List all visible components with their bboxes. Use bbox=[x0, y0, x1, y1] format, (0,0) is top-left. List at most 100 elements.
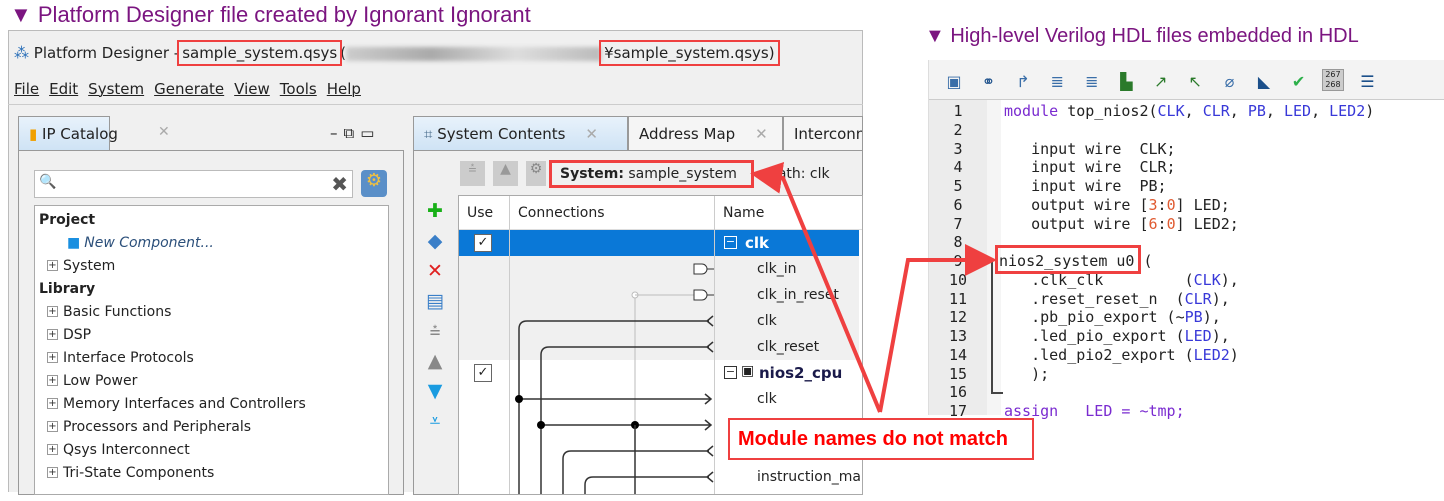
right-heading: ▼ High-level Verilog HDL files embedded … bbox=[925, 25, 1359, 48]
tab-ip-catalog[interactable]: ▮ IP Catalog bbox=[18, 116, 118, 150]
tree-item-library[interactable]: +Interface Protocols bbox=[39, 346, 384, 369]
code-line[interactable]: .pb_pio_export (~PB), bbox=[1004, 308, 1221, 326]
tree-item-library[interactable]: +Memory Interfaces and Controllers bbox=[39, 392, 384, 415]
restore-icon[interactable]: ⧉ bbox=[343, 124, 361, 142]
ip-catalog-tree: Project ■New Component... +System Librar… bbox=[34, 205, 389, 495]
settings-gear-icon[interactable]: ⚙ bbox=[361, 170, 387, 197]
prev-bookmark-icon[interactable]: ↖ bbox=[1188, 72, 1202, 91]
code-token: ), bbox=[1220, 270, 1239, 289]
code-line[interactable]: input wire CLR; bbox=[1004, 158, 1176, 176]
close-tab-icon[interactable]: ✕ bbox=[158, 124, 170, 140]
expand-icon[interactable]: + bbox=[47, 329, 58, 340]
add-component-icon[interactable]: ◆ bbox=[427, 230, 443, 252]
ip-search-input[interactable]: 🔍 ✖ bbox=[34, 170, 353, 198]
expand-icon[interactable]: + bbox=[47, 352, 58, 363]
move-down-icon[interactable]: ▼ bbox=[427, 380, 443, 402]
attach-icon[interactable]: ⌀ bbox=[1224, 72, 1235, 91]
table-row[interactable]: clk_in bbox=[459, 256, 859, 282]
remove-icon[interactable]: ✕ bbox=[427, 260, 443, 282]
code-line[interactable]: .reset_reset_n (CLR), bbox=[1004, 290, 1230, 308]
code-token: top_nios2( bbox=[1067, 102, 1158, 120]
table-row[interactable]: instruction_ma bbox=[459, 464, 861, 490]
tree-item-library[interactable]: +Tri-State Components bbox=[39, 461, 384, 484]
line-number-toggle[interactable]: 267 268 bbox=[1321, 69, 1344, 91]
code-line[interactable]: assign LED = ~tmp; bbox=[1004, 402, 1185, 420]
code-line[interactable]: .clk_clk (CLK), bbox=[1004, 271, 1239, 289]
code-token: , bbox=[1184, 102, 1203, 120]
line-number: 4 bbox=[953, 158, 963, 177]
expand-icon[interactable]: + bbox=[47, 398, 58, 409]
tab-label: Interconn bbox=[794, 125, 863, 143]
comment-icon[interactable]: ◣ bbox=[1257, 72, 1271, 91]
clear-search-icon[interactable]: ✖ bbox=[331, 172, 348, 196]
move-top-icon[interactable]: ⩮ bbox=[429, 320, 441, 342]
move-bottom-icon[interactable]: ⩡ bbox=[429, 410, 441, 432]
code-line[interactable]: nios2_system u0 ( bbox=[999, 252, 1153, 270]
column-connections[interactable]: Connections bbox=[518, 205, 605, 221]
code-token: .led_pio2_export ( bbox=[1004, 345, 1194, 364]
expand-icon[interactable]: + bbox=[47, 375, 58, 386]
menu-edit[interactable]: Edit bbox=[49, 80, 79, 98]
code-line[interactable]: .led_pio_export (LED), bbox=[1004, 327, 1230, 345]
tree-item-system[interactable]: +System bbox=[39, 254, 384, 277]
indent-icon[interactable]: ≣ bbox=[1050, 72, 1065, 91]
code-line[interactable]: ); bbox=[1004, 365, 1049, 383]
column-use[interactable]: Use bbox=[467, 205, 494, 221]
use-checkbox[interactable]: ✓ bbox=[474, 364, 492, 382]
close-tab-icon[interactable]: ✕ bbox=[585, 125, 598, 143]
add-icon[interactable]: ✚ bbox=[427, 200, 443, 222]
code-line[interactable]: output wire [6:0] LED2; bbox=[1004, 215, 1239, 233]
tab-address-map[interactable]: Address Map✕ bbox=[628, 116, 783, 150]
bookmark-icon[interactable]: ▙ bbox=[1120, 72, 1133, 91]
menu-help[interactable]: Help bbox=[326, 80, 361, 98]
move-top-button[interactable]: ⩮ bbox=[460, 161, 485, 186]
minimize-icon[interactable]: – bbox=[330, 124, 344, 142]
menu-view[interactable]: View bbox=[234, 80, 270, 98]
close-tab-icon[interactable]: ✕ bbox=[755, 125, 768, 143]
expand-icon[interactable]: + bbox=[47, 444, 58, 455]
code-token: CLK bbox=[1193, 270, 1221, 289]
menu-system[interactable]: System bbox=[88, 80, 145, 98]
menu-file[interactable]: File bbox=[14, 80, 40, 98]
maximize-icon[interactable]: ▭ bbox=[360, 124, 381, 142]
code-line[interactable]: .led_pio2_export (LED2) bbox=[1004, 346, 1239, 364]
expand-icon[interactable]: + bbox=[47, 260, 58, 271]
tree-item-library[interactable]: +Basic Functions bbox=[39, 300, 384, 323]
find-icon[interactable]: ⚭ bbox=[981, 72, 996, 91]
table-row[interactable]: ✓−clk bbox=[459, 230, 859, 256]
tree-item-library[interactable]: +DSP bbox=[39, 323, 384, 346]
table-row[interactable]: clk bbox=[459, 386, 859, 412]
code-token: .reset_reset_n ( bbox=[1004, 289, 1185, 308]
code-line[interactable]: output wire [3:0] LED; bbox=[1004, 196, 1230, 214]
move-up-button[interactable]: ▲ bbox=[493, 161, 518, 186]
tree-item-library[interactable]: +Low Power bbox=[39, 369, 384, 392]
collapse-icon[interactable]: − bbox=[724, 365, 737, 379]
table-row[interactable]: ✓−▣nios2_cpu bbox=[459, 360, 859, 386]
edit-icon[interactable]: ▤ bbox=[426, 290, 444, 312]
expand-icon[interactable]: + bbox=[47, 421, 58, 432]
tree-item-library[interactable]: +Processors and Peripherals bbox=[39, 415, 384, 438]
code-line[interactable]: input wire PB; bbox=[1004, 177, 1166, 195]
move-up-icon[interactable]: ▲ bbox=[427, 350, 443, 372]
goto-icon[interactable]: ↱ bbox=[1016, 72, 1030, 91]
tree-item-new-component[interactable]: ■New Component... bbox=[39, 231, 384, 254]
wrap-icon[interactable]: ☰ bbox=[1360, 72, 1375, 91]
expand-icon[interactable]: + bbox=[47, 467, 58, 478]
check-icon[interactable]: ✔ bbox=[1291, 72, 1306, 91]
menu-generate[interactable]: Generate bbox=[154, 80, 225, 98]
tab-interconnect[interactable]: Interconn bbox=[783, 116, 863, 150]
use-checkbox[interactable]: ✓ bbox=[474, 234, 492, 252]
code-line[interactable]: input wire CLK; bbox=[1004, 140, 1176, 158]
code-token: ), bbox=[1211, 289, 1230, 308]
window-icon[interactable]: ▣ bbox=[946, 72, 962, 91]
column-name[interactable]: Name bbox=[723, 205, 765, 221]
code-line[interactable]: module top_nios2(CLK, CLR, PB, LED, LED2… bbox=[1004, 102, 1374, 120]
tab-system-contents[interactable]: ⌗ System Contents✕ bbox=[413, 116, 628, 150]
menu-tools[interactable]: Tools bbox=[279, 80, 317, 98]
outdent-icon[interactable]: ≣ bbox=[1085, 72, 1099, 91]
expand-icon[interactable]: + bbox=[47, 306, 58, 317]
next-bookmark-icon[interactable]: ↗ bbox=[1154, 72, 1168, 91]
hierarchy-icon[interactable]: ⚙ bbox=[526, 161, 546, 186]
collapse-icon[interactable]: − bbox=[724, 235, 737, 249]
tree-item-library[interactable]: +Qsys Interconnect bbox=[39, 438, 384, 461]
